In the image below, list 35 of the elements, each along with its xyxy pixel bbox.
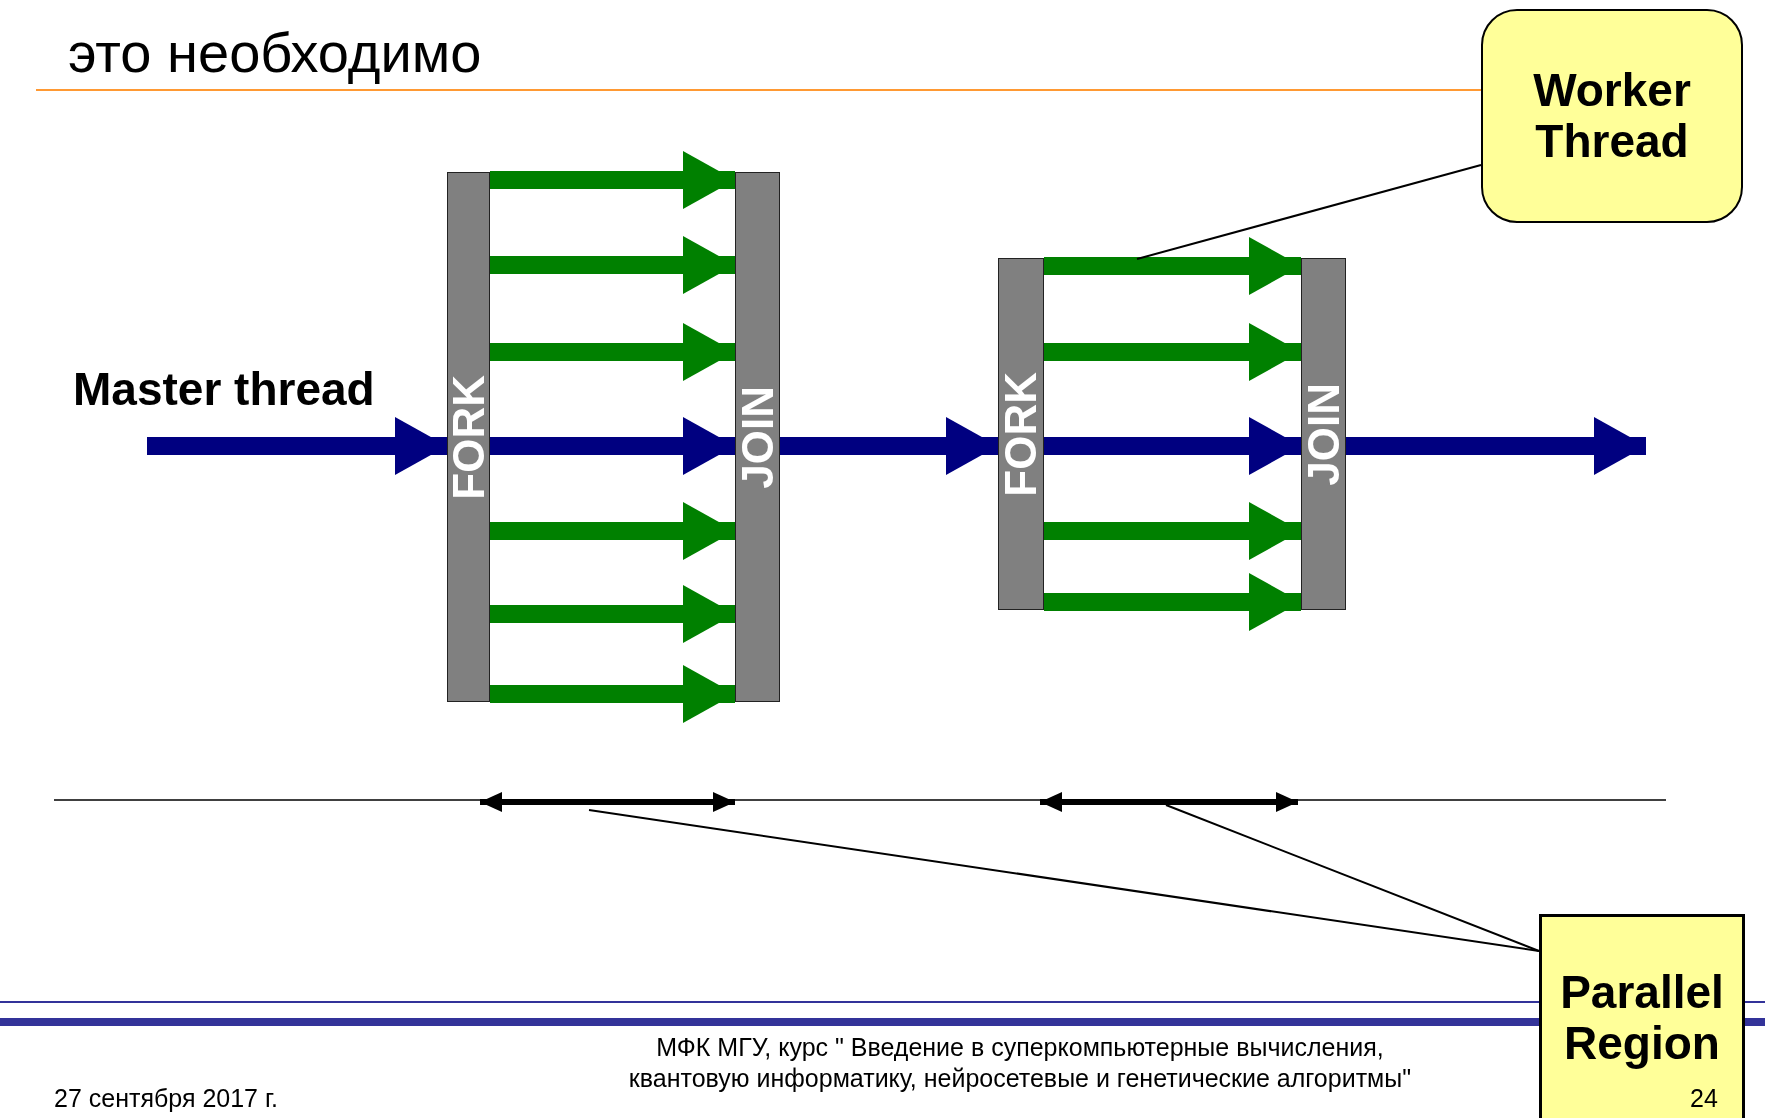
callout-text: Parallel Region: [1559, 967, 1725, 1069]
join-bar: [735, 172, 780, 702]
thread-arrow: [490, 502, 735, 560]
page-number: 24: [1690, 1084, 1718, 1113]
callout-text: Worker Thread: [1532, 65, 1692, 167]
thread-arrow: [1044, 502, 1301, 560]
thread-arrow: [1346, 417, 1646, 475]
thread-arrow: [1044, 573, 1301, 631]
fork-bar: [998, 258, 1044, 610]
callout-box: [1539, 914, 1745, 1118]
slide-title: это необходимо: [68, 20, 482, 85]
leader-line: [1136, 164, 1482, 260]
thread-arrow: [490, 236, 735, 294]
line-label: Master thread: [73, 362, 375, 416]
leader-line: [1165, 804, 1540, 952]
join-bar: [1301, 258, 1346, 610]
leader-line: [588, 809, 1540, 952]
thread-arrow: [1044, 323, 1301, 381]
thread-arrow: [490, 417, 735, 475]
footer-course-text: МФК МГУ, курс " Введение в суперкомпьютерные вычисления, квантовую информатику, нейросетевые и генетические алгоритмы": [627, 1032, 1413, 1095]
thread-arrow: [490, 151, 735, 209]
thread-arrow: [1044, 417, 1301, 475]
bar-label: JOIN: [1301, 382, 1346, 486]
footer-date: 27 сентября 2017 г.: [54, 1084, 278, 1113]
fork-bar: [447, 172, 490, 702]
bar-label: JOIN: [735, 385, 780, 489]
thread-arrow: [490, 323, 735, 381]
callout-bubble: [1481, 9, 1743, 223]
thread-arrow: [780, 417, 998, 475]
bar-label: FORK: [446, 374, 491, 500]
bar-label: FORK: [999, 371, 1043, 497]
thread-arrow: [490, 665, 735, 723]
thread-arrow: [147, 417, 447, 475]
thread-arrow: [490, 585, 735, 643]
thread-arrow: [1044, 237, 1301, 295]
